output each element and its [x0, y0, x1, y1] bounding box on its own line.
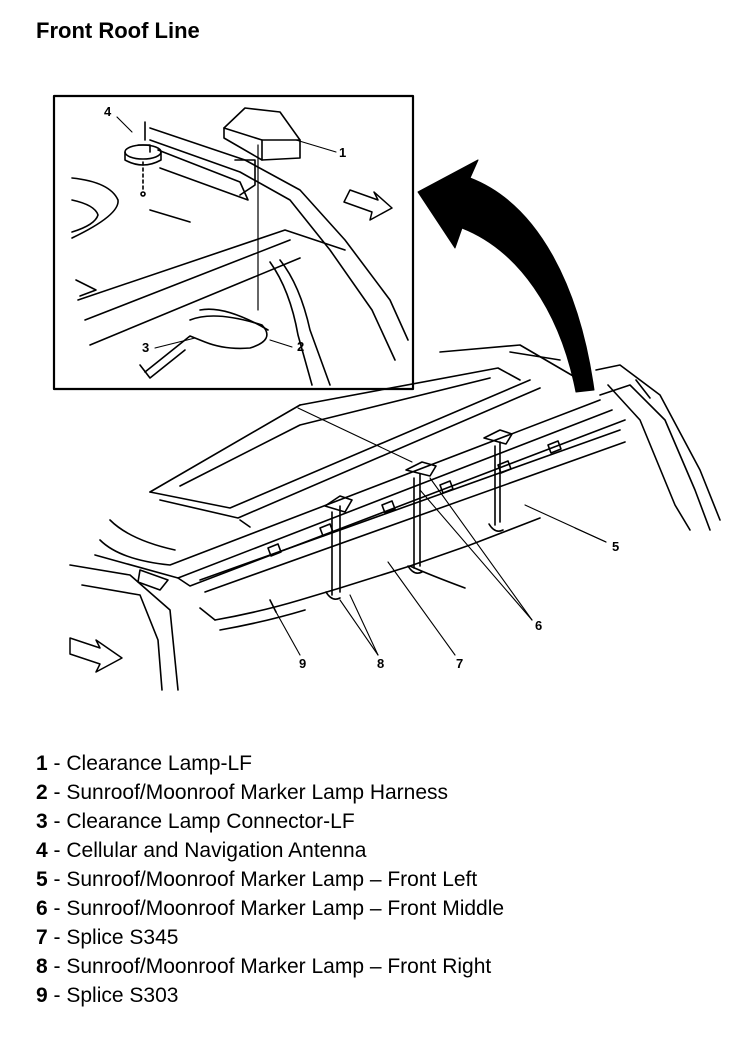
legend-item: 9 - Splice S303 [36, 984, 179, 1007]
legend-item: 6 - Sunroof/Moonroof Marker Lamp – Front… [36, 897, 505, 920]
inset-direction-arrow [343, 189, 393, 221]
callout-2: 2 [297, 339, 304, 354]
legend-list: 1 - Clearance Lamp-LF 2 - Sunroof/Moonro… [36, 749, 504, 1010]
clearance-lamp-shape [223, 107, 301, 161]
legend-item: 8 - Sunroof/Moonroof Marker Lamp – Front… [36, 955, 492, 978]
callout-3: 3 [142, 340, 149, 355]
callout-5: 5 [612, 539, 619, 554]
detail-inset-box [52, 94, 415, 391]
roof-line-diagram: 1 2 3 4 5 6 7 8 9 [52, 94, 721, 691]
legend-item: 2 - Sunroof/Moonroof Marker Lamp Harness [36, 781, 449, 804]
callout-6: 6 [535, 618, 542, 633]
callout-1: 1 [339, 145, 346, 160]
antenna-shape [124, 121, 162, 197]
callout-8: 8 [377, 656, 384, 671]
curved-arrow-icon [417, 159, 595, 393]
legend-item: 1 - Clearance Lamp-LF [36, 752, 252, 775]
legend-item: 3 - Clearance Lamp Connector-LF [36, 810, 355, 833]
main-roof-drawing [69, 344, 721, 691]
callout-4: 4 [104, 104, 112, 119]
main-direction-arrow [69, 637, 123, 673]
page-title: Front Roof Line [36, 18, 200, 43]
legend-item: 4 - Cellular and Navigation Antenna [36, 839, 367, 862]
callout-9: 9 [299, 656, 306, 671]
leader-lines [116, 116, 607, 656]
marker-lamp-6-shape [405, 461, 437, 477]
inset-roof-drawing [71, 127, 409, 386]
legend-item: 7 - Splice S345 [36, 926, 179, 949]
marker-lamp-5-shape [483, 429, 513, 445]
callout-7: 7 [456, 656, 463, 671]
marker-lamp-8-shape [324, 495, 353, 513]
legend-item: 5 - Sunroof/Moonroof Marker Lamp – Front… [36, 868, 478, 891]
